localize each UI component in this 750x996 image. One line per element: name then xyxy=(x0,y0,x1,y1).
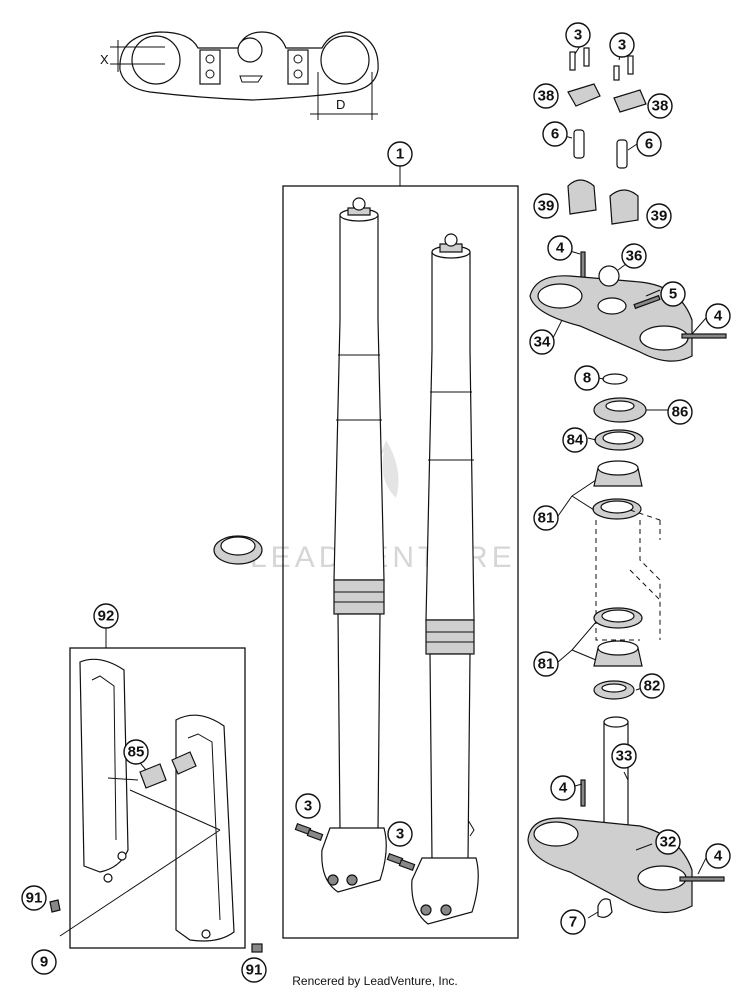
svg-text:91: 91 xyxy=(26,890,43,907)
callout-1: 1 xyxy=(387,141,413,167)
callout-3-top-right: 3 xyxy=(609,32,635,58)
callout-39-right: 39 xyxy=(646,203,672,229)
callout-7: 7 xyxy=(560,909,586,935)
top-screws xyxy=(569,47,634,81)
top-clamp-schematic: X D xyxy=(100,31,379,120)
svg-text:6: 6 xyxy=(645,136,653,153)
callout-4-lower: 4 xyxy=(550,775,576,801)
callout-9: 9 xyxy=(31,949,57,975)
svg-text:34: 34 xyxy=(534,334,551,351)
callout-6-right: 6 xyxy=(636,131,662,157)
svg-text:4: 4 xyxy=(559,780,568,797)
bar-mounts xyxy=(567,179,639,225)
svg-text:1: 1 xyxy=(396,146,404,163)
bar-clamp-caps xyxy=(567,83,647,113)
callout-36: 36 xyxy=(621,243,647,269)
callout-4-upper-right: 4 xyxy=(705,303,731,329)
svg-text:91: 91 xyxy=(246,962,263,979)
svg-text:3: 3 xyxy=(574,27,582,44)
callout-92: 92 xyxy=(93,603,119,629)
callout-4-upper: 4 xyxy=(547,235,573,261)
svg-text:32: 32 xyxy=(660,834,677,851)
callout-91-left: 91 xyxy=(21,885,47,911)
right-fork-guard xyxy=(171,714,235,942)
steering-head-outline xyxy=(595,509,661,641)
svg-text:39: 39 xyxy=(651,208,668,225)
svg-text:5: 5 xyxy=(669,286,677,303)
callout-33: 33 xyxy=(611,743,637,769)
svg-text:39: 39 xyxy=(538,198,555,215)
callout-38-right: 38 xyxy=(647,93,673,119)
callout-84: 84 xyxy=(562,427,588,453)
svg-text:82: 82 xyxy=(644,678,661,695)
clamp-screws-right xyxy=(386,853,416,871)
dimension-x-label: X xyxy=(100,52,109,67)
callout-3-top-left: 3 xyxy=(565,22,591,48)
svg-text:81: 81 xyxy=(538,656,555,673)
dimension-d-label: D xyxy=(336,97,345,112)
clamp-bolts xyxy=(573,129,628,169)
svg-text:8: 8 xyxy=(583,370,591,387)
svg-text:33: 33 xyxy=(616,748,633,765)
callout-81-upper: 81 xyxy=(533,505,559,531)
footer-credit: Rencered by LeadVenture, Inc. xyxy=(292,974,458,988)
callout-82: 82 xyxy=(639,673,665,699)
bearing-stack xyxy=(592,373,647,520)
callout-91-right: 91 xyxy=(241,957,267,983)
left-fork-leg xyxy=(321,197,387,893)
svg-text:3: 3 xyxy=(396,826,404,843)
callout-3-fork-left: 3 xyxy=(295,793,321,819)
upper-triple-clamp xyxy=(529,251,727,362)
lower-triple-clamp xyxy=(527,716,725,918)
svg-text:38: 38 xyxy=(538,88,555,105)
svg-text:38: 38 xyxy=(652,98,669,115)
svg-text:36: 36 xyxy=(626,248,643,265)
callout-86: 86 xyxy=(667,399,693,425)
svg-text:85: 85 xyxy=(128,744,145,761)
lower-bearings xyxy=(593,607,643,700)
callout-6-left: 6 xyxy=(542,121,568,147)
callout-4-lower-right: 4 xyxy=(705,843,731,869)
callout-39-left: 39 xyxy=(533,193,559,219)
svg-text:4: 4 xyxy=(714,848,723,865)
svg-text:7: 7 xyxy=(569,914,577,931)
callout-3-fork-right: 3 xyxy=(387,821,413,847)
svg-text:3: 3 xyxy=(618,37,626,54)
svg-text:3: 3 xyxy=(304,798,312,815)
svg-text:6: 6 xyxy=(551,126,559,143)
callout-81-lower: 81 xyxy=(533,651,559,677)
svg-text:4: 4 xyxy=(714,308,723,325)
callout-85: 85 xyxy=(123,739,149,765)
callout-8: 8 xyxy=(574,365,600,391)
callout-34: 34 xyxy=(529,329,555,355)
guard-clamp xyxy=(139,763,167,789)
clamp-screws-left xyxy=(294,823,324,841)
svg-text:92: 92 xyxy=(98,608,115,625)
callout-5: 5 xyxy=(660,281,686,307)
svg-text:86: 86 xyxy=(672,404,689,421)
callout-32: 32 xyxy=(655,829,681,855)
svg-text:9: 9 xyxy=(40,954,48,971)
fork-guards-group-box xyxy=(69,647,246,949)
left-fork-guard xyxy=(79,658,129,883)
svg-text:81: 81 xyxy=(538,510,555,527)
right-fork-leg xyxy=(411,233,479,925)
guard-screws xyxy=(49,899,263,953)
callout-38-left: 38 xyxy=(533,83,559,109)
svg-text:84: 84 xyxy=(567,432,584,449)
svg-text:4: 4 xyxy=(556,240,565,257)
seal-ring xyxy=(213,535,263,565)
